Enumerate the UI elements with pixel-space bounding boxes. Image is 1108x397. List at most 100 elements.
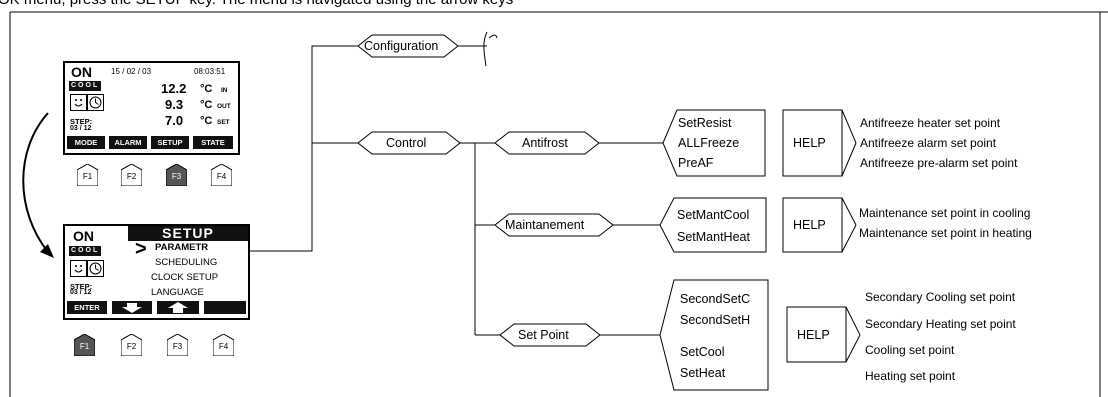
menu-item-scheduling[interactable]: SCHEDULING [155, 257, 218, 268]
step-value-2: 03 / 12 [70, 289, 92, 296]
configuration-break-2 [488, 34, 498, 39]
step-label: STEP: [70, 117, 93, 126]
param-allfreeze: ALLFreeze [678, 136, 740, 150]
reading-out-tag: OUT [217, 103, 231, 110]
control-label: Control [386, 136, 427, 150]
f2-key-2[interactable]: F2 [121, 334, 142, 356]
menu-item-parametr[interactable]: PARAMETR [155, 242, 209, 253]
reading-in-tag: IN [221, 87, 228, 94]
setup-title: SETUP [128, 226, 248, 241]
reading-set-tag: SET [217, 119, 230, 126]
date-readout: 15 / 02 / 03 [111, 67, 152, 76]
configuration-label: Configuration [364, 39, 439, 53]
param-setmantheat: SetMantHeat [677, 230, 750, 244]
f1-key-label-2: F1 [79, 342, 90, 351]
maintenance-params-box [659, 197, 767, 253]
setpoint-help-label: HELP [797, 328, 830, 342]
antifrost-label: Antifrost [522, 136, 568, 150]
curved-arrow [22, 112, 49, 253]
menu-item-language[interactable]: LANGUAGE [151, 287, 204, 298]
controller-screen-setup: ON SETUP COOL > PARAMETR SCHEDULING CLOC… [63, 224, 250, 320]
param-setmantcool: SetMantCool [677, 208, 750, 222]
arrow-head-icon [40, 244, 54, 258]
top-caption: OK menu, press the SETUP key. The menu i… [0, 0, 513, 8]
param-preaf: PreAF [678, 156, 714, 170]
f3-key-active[interactable]: F3 [166, 164, 187, 186]
f4-key[interactable]: F4 [211, 164, 232, 186]
mode-button[interactable]: MODE [67, 136, 105, 149]
setpoint-help-tip-b [845, 334, 861, 363]
alarm-button[interactable]: ALARM [109, 136, 147, 149]
f4-key-label: F4 [216, 172, 227, 181]
param-setresist: SetResist [678, 116, 732, 130]
maintenance-help-tip-a [841, 197, 857, 226]
configuration-break [483, 31, 488, 67]
f3-key-label: F3 [171, 172, 182, 181]
param-secondseth: SecondSetH [680, 313, 751, 327]
f2-key-label: F2 [126, 172, 137, 181]
step-value: 03 / 12 [70, 125, 92, 132]
help-antifreeze-prealarm: Antifreeze pre-alarm set point [860, 156, 1018, 170]
state-button[interactable]: STATE [193, 136, 233, 149]
time-readout: 08:03:51 [194, 67, 226, 76]
help-antifreeze-alarm: Antifreeze alarm set point [860, 136, 997, 150]
help-cooling-setpoint: Cooling set point [865, 343, 955, 357]
antifrost-help-tip-b [841, 142, 857, 177]
menu-cursor: > [135, 238, 147, 260]
f2-key[interactable]: F2 [121, 164, 142, 186]
step-label-2: STEP: [70, 282, 93, 291]
f3-key-label-2: F3 [172, 342, 183, 351]
down-button[interactable] [112, 301, 152, 314]
param-setcool: SetCool [680, 345, 725, 359]
antifrost-params-box [662, 109, 766, 177]
reading-set-unit: °C [200, 115, 213, 127]
status-on: ON [71, 64, 92, 80]
setpoint-label: Set Point [518, 328, 569, 342]
param-setheat: SetHeat [680, 366, 726, 380]
antifrost-help-label: HELP [793, 136, 826, 150]
status-on-2: ON [73, 228, 94, 244]
reading-set-value: 7.0 [165, 113, 184, 128]
f3-key-2[interactable]: F3 [167, 334, 188, 356]
clock-icon-2 [87, 260, 104, 277]
arrow-down-icon [122, 303, 142, 313]
mode-cool-badge-2: COOL [69, 246, 102, 256]
f1-key[interactable]: F1 [77, 164, 98, 186]
maintenance-help-label: HELP [793, 218, 826, 232]
help-secondary-heating: Secondary Heating set point [865, 317, 1016, 331]
reading-in-value: 12.2 [161, 81, 187, 96]
setpoint-help-tip-a [845, 306, 861, 336]
reading-in-unit: °C [200, 83, 213, 95]
reading-out-value: 9.3 [165, 97, 184, 112]
enter-button[interactable]: ENTER [67, 301, 107, 314]
help-maintenance-heating: Maintenance set point in heating [859, 226, 1032, 240]
help-heating-setpoint: Heating set point [865, 369, 956, 383]
f4-key-label-2: F4 [218, 342, 229, 351]
setpoint-params-box [659, 279, 769, 391]
blank-button[interactable] [204, 301, 246, 314]
arrow-up-icon [168, 302, 188, 313]
help-antifreeze-heater: Antifreeze heater set point [860, 116, 1001, 130]
f4-key-2[interactable]: F4 [213, 334, 234, 356]
line-parametr [236, 45, 358, 252]
mode-cool-badge: COOL [69, 81, 102, 91]
antifrost-help-tip-a [841, 109, 857, 144]
up-button[interactable] [157, 301, 199, 314]
smiley-icon-2 [70, 260, 87, 277]
setup-button[interactable]: SETUP [151, 136, 189, 149]
menu-item-clock-setup[interactable]: CLOCK SETUP [151, 272, 219, 283]
help-secondary-cooling: Secondary Cooling set point [865, 290, 1016, 304]
maintenance-label: Maintanement [505, 218, 585, 232]
f1-key-label: F1 [82, 172, 93, 181]
reading-out-unit: °C [200, 99, 213, 111]
smiley-icon [70, 94, 87, 111]
maintenance-help-tip-b [841, 224, 857, 253]
help-maintenance-cooling: Maintenance set point in cooling [859, 206, 1031, 220]
clock-icon [87, 94, 104, 111]
param-secondsetc: SecondSetC [680, 292, 751, 306]
f1-key-active-2[interactable]: F1 [74, 334, 95, 356]
f2-key-label-2: F2 [126, 342, 137, 351]
controller-screen-main: ON 15 / 02 / 03 08:03:51 COOL 12.2 °C IN… [63, 61, 240, 155]
